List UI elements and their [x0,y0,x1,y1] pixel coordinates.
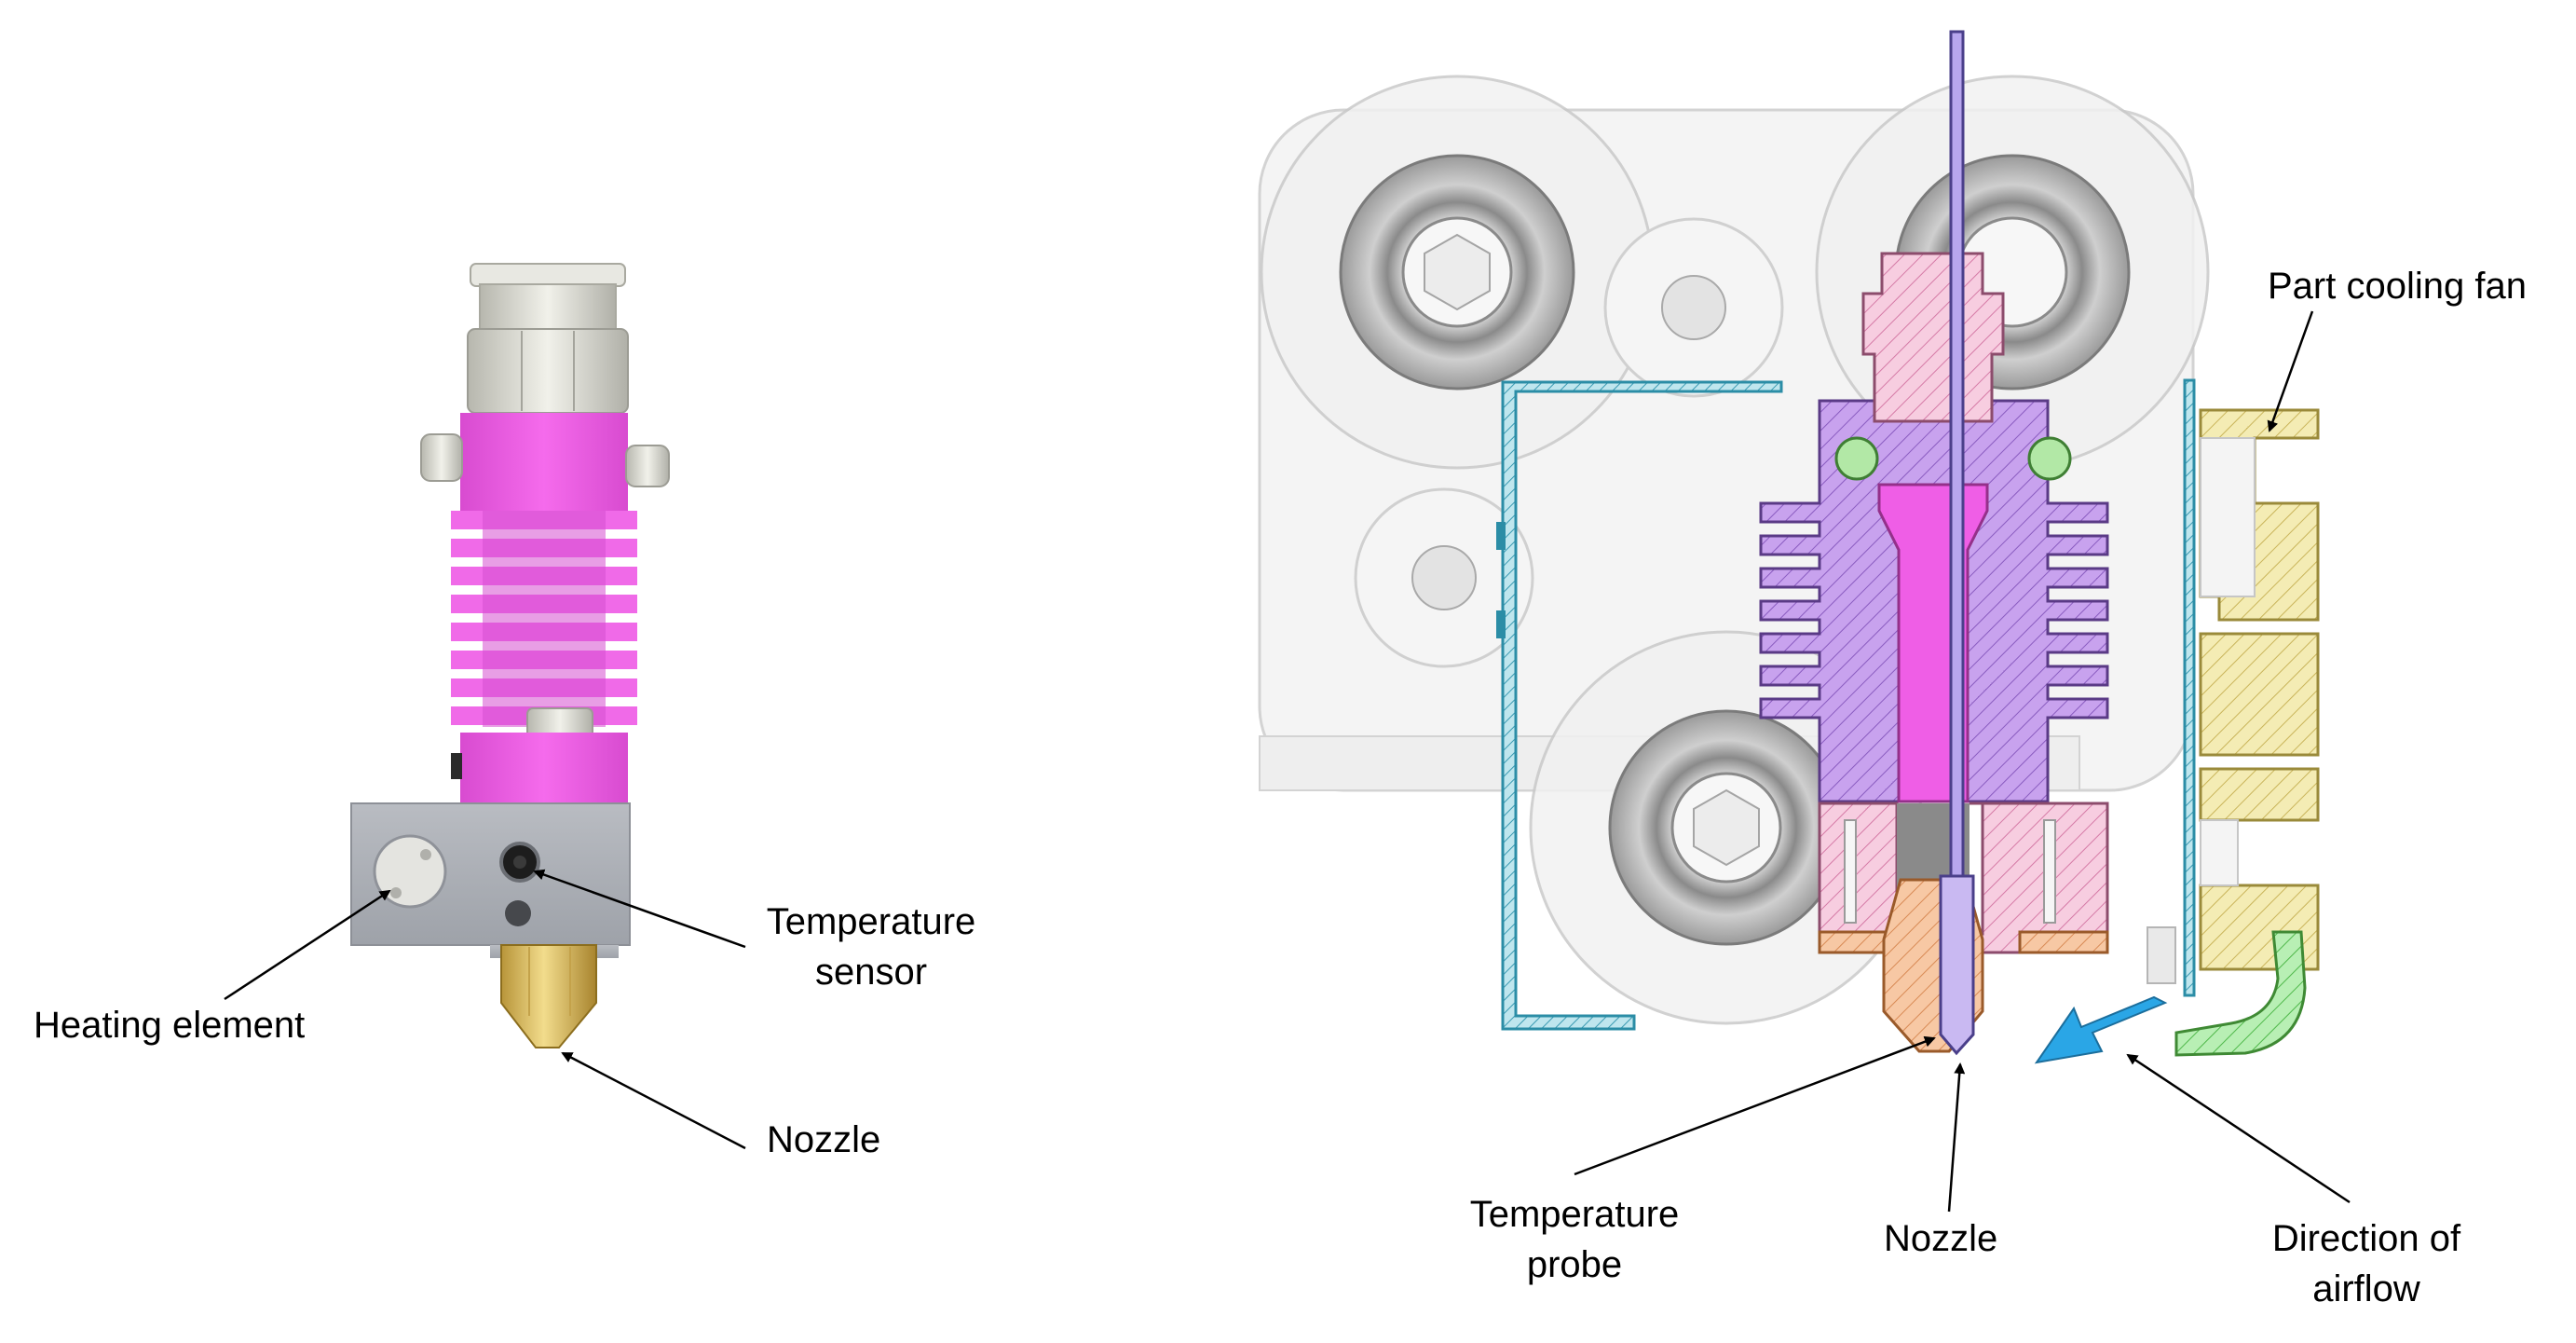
temperature-probe-label-line2: probe [1526,1244,1623,1285]
airflow-arrow-icon [2034,995,2168,1064]
hotend-exterior-view [224,263,746,1150]
part-cooling-fan-leader [2267,310,2314,432]
air-duct [2174,930,2307,1057]
filament [1939,30,1975,1056]
temperature-sensor-label-line1: Temperature [766,901,976,942]
heatsink [420,413,670,803]
temperature-sensor-leader [533,869,746,949]
nozzle-label-left: Nozzle [767,1119,881,1160]
part-cooling-fan-label: Part cooling fan [2268,266,2527,307]
heating-element-icon [373,834,447,909]
shroud-bracket [1496,378,2196,1031]
temperature-probe-label-line1: Temperature [1469,1194,1680,1235]
temperature-sensor-label: Temperature sensor [736,897,1006,997]
nozzle-exterior [490,944,619,1048]
heating-element-label: Heating element [34,1005,306,1046]
pushfit-fitting [467,263,629,414]
heating-element-leader [224,889,391,1001]
temperature-sensor-label-line2: sensor [814,952,928,993]
nozzle-leader-left [561,1051,746,1150]
part-cooling-fan [2147,408,2320,984]
direction-of-airflow-label-line2: airflow [2312,1268,2420,1309]
eccentric-nuts [1354,217,1784,668]
heatsink-fins [451,511,637,727]
nozzle-leader-right [1947,1062,1966,1213]
heater-block-section [1818,802,2109,954]
wheel-top-left [1260,75,1655,470]
direction-of-airflow-label-line1: Direction of [2271,1218,2461,1259]
heater-block [350,802,631,946]
temperature-probe-leader [1574,1035,1936,1176]
airflow-leader [2126,1053,2351,1204]
hotend-cross-section-view [1258,30,2351,1213]
coupler-section [1861,252,2005,423]
temperature-probe-label: Temperature probe [1435,1189,1714,1290]
nozzle-label-right: Nozzle [1884,1218,1998,1259]
direction-of-airflow-label: Direction of airflow [2227,1213,2506,1314]
